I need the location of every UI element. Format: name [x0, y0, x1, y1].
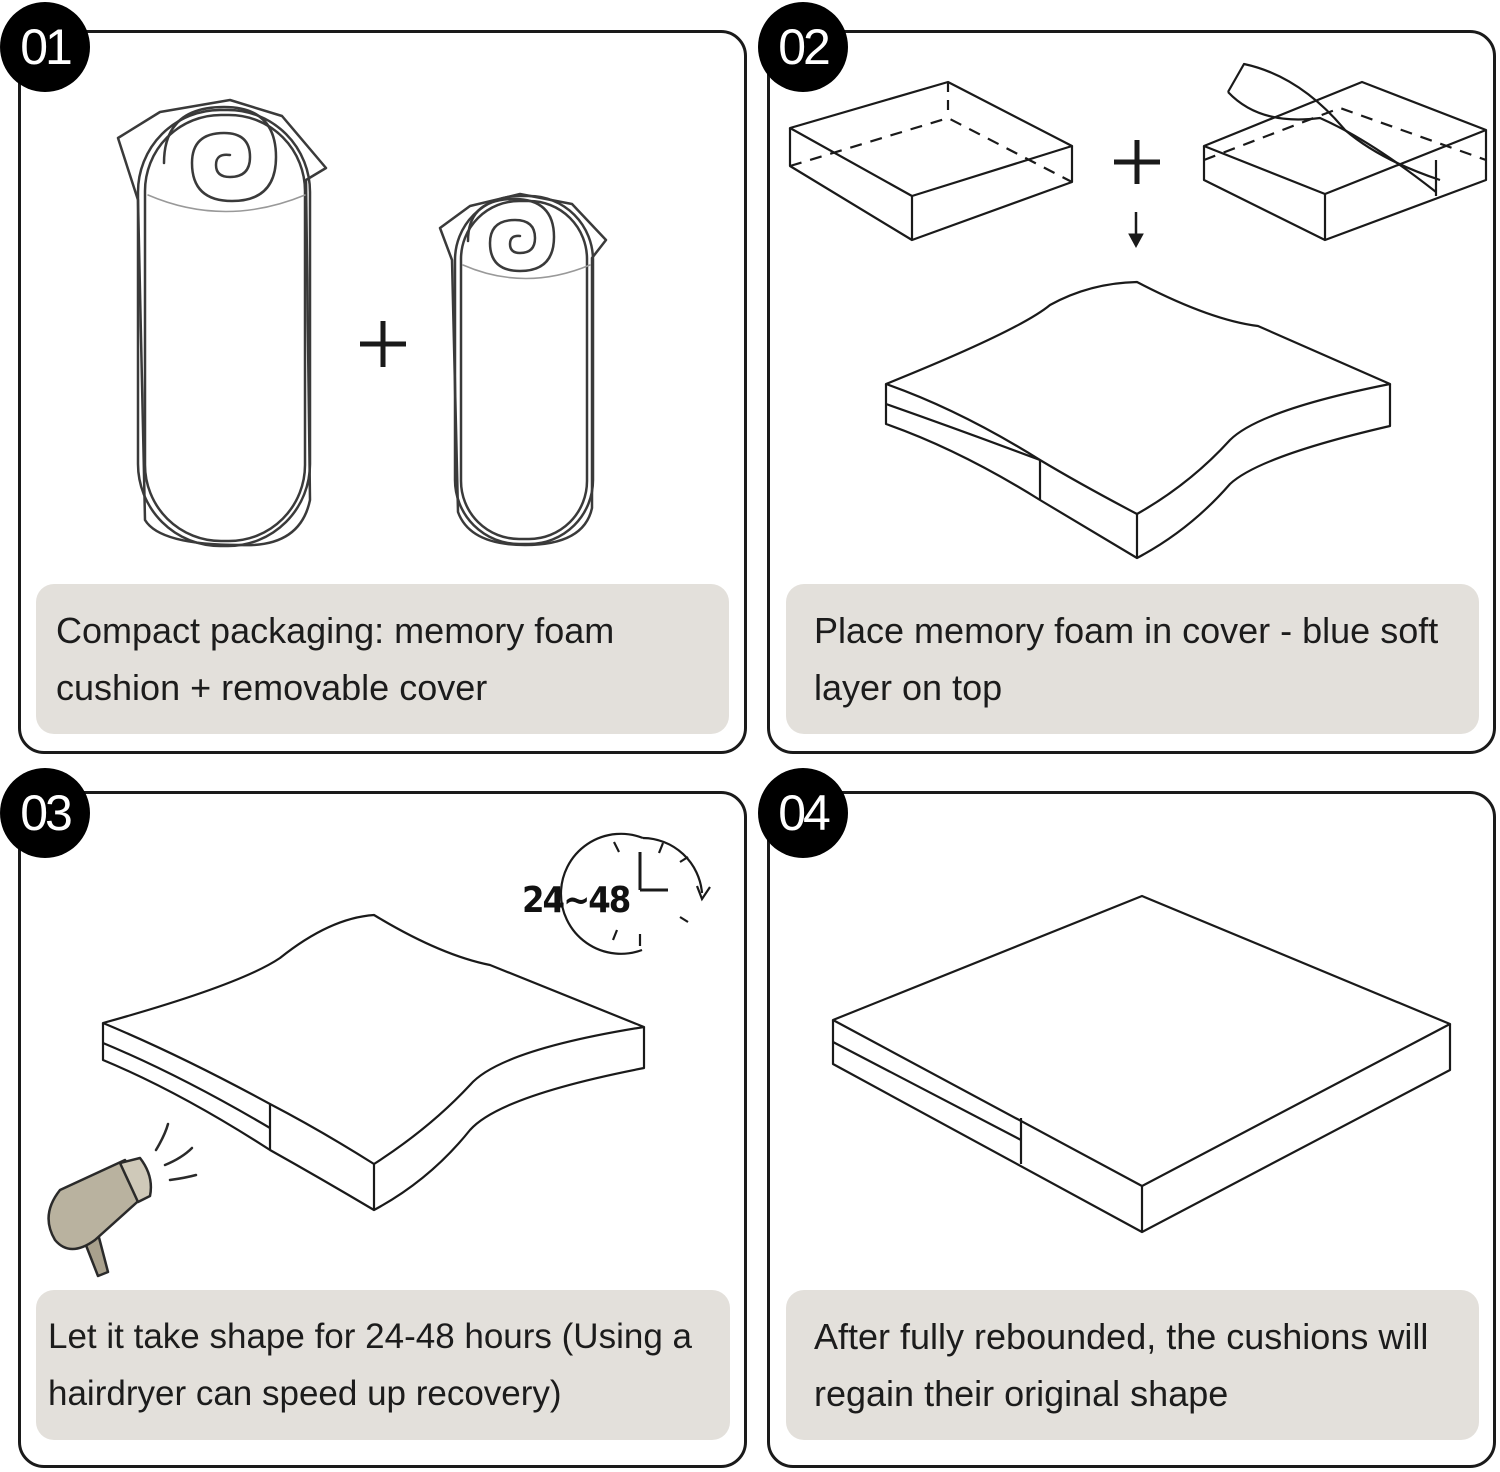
step-1-caption-text: Compact packaging: memory foam cushion +… [56, 610, 615, 708]
step-4-caption-text: After fully rebounded, the cushions will… [814, 1316, 1429, 1414]
step-1-caption: Compact packaging: memory foam cushion +… [36, 584, 729, 734]
step-4-badge: 04 [758, 768, 848, 858]
step-3-badge: 03 [0, 768, 90, 858]
rolled-cushions-illustration [116, 98, 608, 548]
shaping-illustration [47, 832, 711, 1278]
step-2-caption-text: Place memory foam in cover - blue soft l… [814, 610, 1439, 708]
step-3-caption: Let it take shape for 24-48 hours (Using… [36, 1290, 730, 1440]
timer-label: 24~48 [522, 880, 631, 921]
step-2-badge: 02 [758, 2, 848, 92]
restored-cushion-illustration [831, 894, 1452, 1234]
step-3-caption-text: Let it take shape for 24-48 hours (Using… [48, 1317, 692, 1413]
step-1-badge: 01 [0, 2, 90, 92]
step-4-caption: After fully rebounded, the cushions will… [786, 1290, 1479, 1440]
hairdryer-icon [47, 1122, 198, 1278]
step-2-caption: Place memory foam in cover - blue soft l… [786, 584, 1479, 734]
clock-icon [559, 832, 711, 955]
assembly-illustration [788, 62, 1488, 560]
